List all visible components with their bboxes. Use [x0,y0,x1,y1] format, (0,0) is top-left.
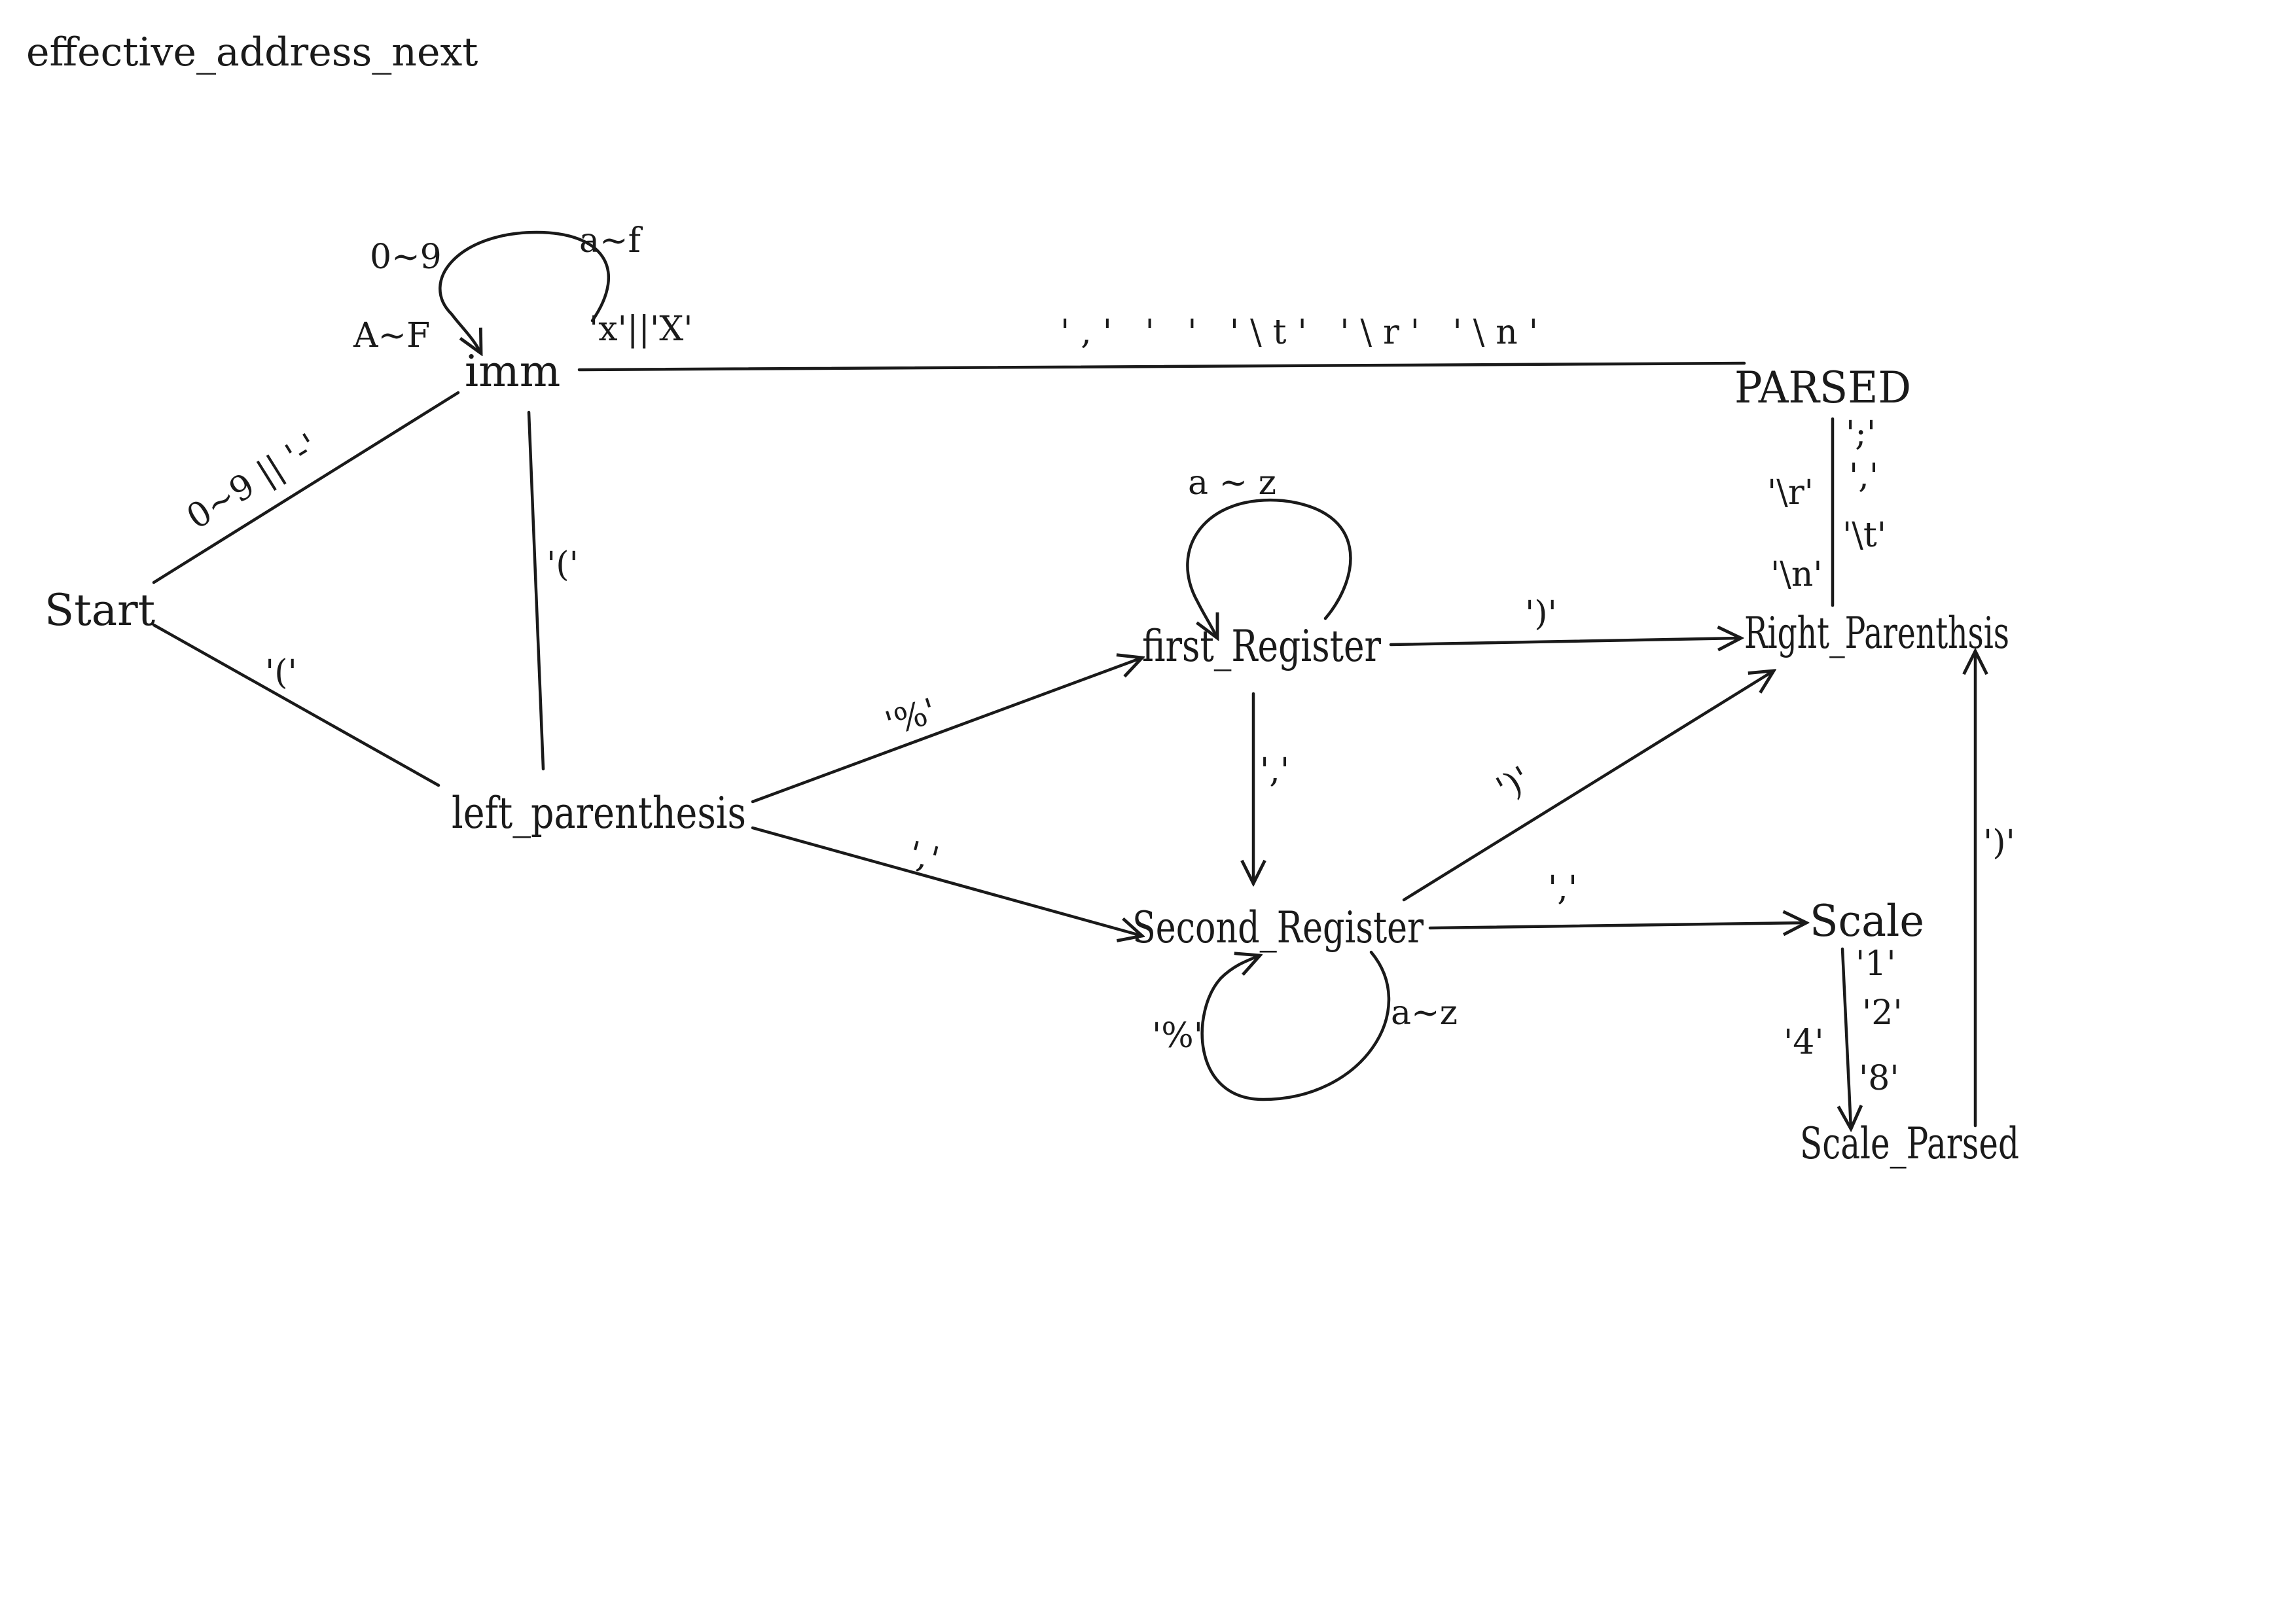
edge-imm-left-parenthesis [527,410,545,771]
edge-left-second-register [751,826,1142,936]
loop-imm [439,230,611,353]
edge-second-scale [1428,923,1806,928]
label-second-right: ')' [1490,759,1537,809]
label-second-scale: ',' [1548,869,1577,908]
edge-second-right-parenthesis [1402,671,1774,902]
label-parsed-right-tab: '\t' [1842,516,1886,555]
label-start-left: '(' [265,653,297,692]
label-left-second: ',' [905,834,943,880]
node-start: Start [45,585,155,635]
label-imm-loop-digits: 0~9 [370,238,442,277]
edge-start-left-parenthesis [152,623,440,787]
edge-imm-parsed [577,361,1746,372]
node-left-parenthesis: left_parenthesis [452,788,746,838]
label-parsed-right-lf: '\n' [1770,555,1823,594]
label-second-loop-az: a~z [1391,993,1458,1033]
label-scale-4: '4' [1784,1023,1824,1062]
node-right-parenthesis: Right_Parenthsis [1744,608,2009,658]
label-first-right: ')' [1525,594,1557,633]
label-second-loop-percent: '%' [1152,1016,1203,1056]
label-parsed-right-semicolon: ';' [1846,414,1876,454]
label-imm-loop-x: 'x'||'X' [589,310,693,349]
edge-first-right-parenthesis [1389,638,1741,645]
node-scale-parsed: Scale_Parsed [1800,1118,2019,1169]
node-parsed: PARSED [1734,363,1911,413]
loop-first-register [1186,498,1352,638]
label-scale-8: '8' [1859,1059,1899,1098]
label-imm-parsed: ',' ' ' '\t' '\r' '\n' [1060,313,1538,352]
label-scale-2: '2' [1862,993,1903,1033]
node-scale: Scale [1810,896,1924,946]
label-imm-loop-lower-hex: a~f [579,221,643,260]
label-imm-left: '(' [547,545,579,584]
node-first-register: first_Register [1142,621,1381,671]
edge-scale-scale-parsed [1842,947,1851,1129]
node-imm: imm [465,346,560,397]
edge-left-first-register [751,658,1142,804]
node-second-register: Second_Register [1132,902,1424,953]
loop-second-register [1200,950,1391,1101]
label-first-loop: a ~ z [1188,463,1276,503]
label-imm-loop-upper-hex: A~F [353,316,430,355]
label-scale-parsed-right: ')' [1983,823,2015,863]
label-scale-1: '1' [1856,944,1896,984]
label-parsed-right-comma: ',' [1849,457,1878,496]
diagram-title: effective_address_next [26,29,478,75]
label-first-second: ',' [1260,751,1289,791]
edge-start-imm [152,391,460,584]
label-parsed-right-cr: '\r' [1767,473,1814,512]
